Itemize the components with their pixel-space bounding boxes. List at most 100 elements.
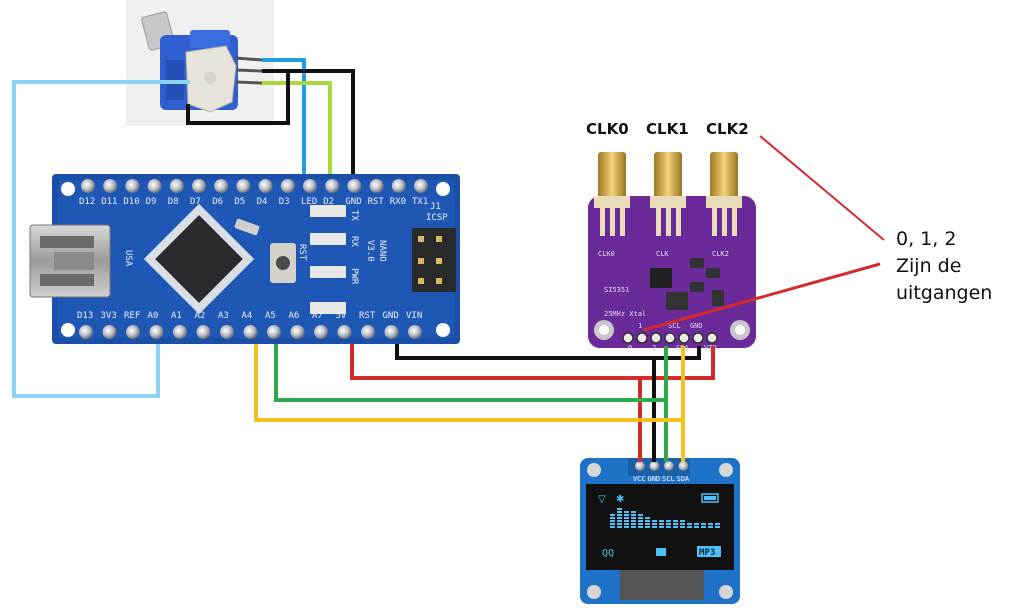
eq-bar-segment: [624, 511, 629, 513]
eq-bar-segment: [624, 517, 629, 519]
nano-pin-label: GND: [345, 197, 361, 207]
bus-wires: [256, 344, 713, 462]
nano-pin-label: RST: [359, 311, 376, 321]
nano-pin-label: A0: [148, 311, 159, 321]
eq-bar-segment: [631, 526, 636, 528]
silk-version: V3.0: [365, 240, 375, 262]
eq-bar-segment: [610, 520, 615, 522]
nano-pin-label: A1: [171, 311, 182, 321]
eq-bar-segment: [652, 523, 657, 525]
eq-bar-segment: [659, 526, 664, 528]
eq-bar-segment: [680, 520, 685, 522]
eq-bar-segment: [610, 526, 615, 528]
eq-bar-segment: [645, 520, 650, 522]
nano-pin-label: A5: [265, 311, 276, 321]
nano-pin-label: A4: [242, 311, 253, 321]
nano-pin-a6: [291, 325, 305, 339]
silk-j1: J1: [430, 202, 441, 212]
eq-bar-segment: [652, 526, 657, 528]
eq-bar-segment: [666, 526, 671, 528]
si-xtal-label: 25MHz Xtal: [604, 310, 646, 318]
nano-pin-label: TX1: [412, 197, 428, 207]
wire-scl: [276, 344, 666, 400]
eq-bar-segment: [687, 526, 692, 528]
nano-pin-d7: [192, 179, 206, 193]
nano-pin-vin: [408, 325, 422, 339]
oled-pin-sda: [679, 461, 689, 471]
eq-bar-segment: [624, 520, 629, 522]
eq-bar-segment: [617, 526, 622, 528]
nano-pin-a7: [314, 325, 328, 339]
nano-pin-a1: [173, 325, 187, 339]
nano-pin-d2: [325, 179, 339, 193]
wire-encoder-gnd: [262, 71, 353, 182]
eq-bar-segment: [659, 520, 664, 522]
si-board-clk2: CLK2: [712, 250, 729, 258]
eq-bar-segment: [666, 520, 671, 522]
nano-pin-label: D10: [123, 197, 139, 207]
eq-bar-segment: [624, 526, 629, 528]
si-header-pin: [665, 333, 675, 343]
nano-pin-rst: [361, 325, 375, 339]
nano-pin-a3: [220, 325, 234, 339]
eq-bar-segment: [680, 526, 685, 528]
eq-bar-segment: [645, 517, 650, 519]
annotation-line1: 0, 1, 2: [896, 226, 992, 253]
eq-bar-segment: [631, 517, 636, 519]
eq-bar-segment: [631, 514, 636, 516]
si-pin-label-1: 1: [638, 322, 642, 330]
clk1-label: CLK1: [646, 120, 689, 138]
eq-bar-segment: [708, 523, 713, 525]
nano-pin-label: 5V: [336, 311, 347, 321]
signal-icon: ▽: [598, 494, 606, 505]
nano-pin-d9: [148, 179, 162, 193]
eq-bar-segment: [638, 517, 643, 519]
oled-pin-scl: [664, 461, 674, 471]
eq-bar-segment: [624, 523, 629, 525]
eq-bar-segment: [617, 514, 622, 516]
nano-pin-tx1: [414, 179, 428, 193]
eq-bar-segment: [638, 523, 643, 525]
si-chip-label: SI5351: [604, 286, 629, 294]
eq-bar-segment: [610, 514, 615, 516]
eq-bar-segment: [680, 523, 685, 525]
clk2-label: CLK2: [706, 120, 749, 138]
nano-pin-label: LED: [301, 197, 317, 207]
nano-pin-label: D12: [79, 197, 95, 207]
si-board-clk1: CLK: [656, 250, 669, 258]
clk0-label: CLK0: [586, 120, 629, 138]
wire-5v: [352, 344, 713, 378]
nano-pin-label: A3: [218, 311, 229, 321]
nano-pin-led: [303, 179, 317, 193]
oled-left-text: QQ: [602, 548, 614, 559]
nano-pin-a5: [267, 325, 281, 339]
nano-pin-rst: [370, 179, 384, 193]
si-header-pin: [707, 333, 717, 343]
annotation-line-clk2: [760, 136, 884, 240]
eq-bar-segment: [617, 517, 622, 519]
oled-pin-vcc: [635, 461, 645, 471]
nano-pin-label: REF: [124, 311, 140, 321]
oled-pin-gnd: [650, 461, 660, 471]
eq-bar-segment: [638, 514, 643, 516]
eq-bar-segment: [610, 517, 615, 519]
eq-bar-segment: [659, 523, 664, 525]
oled-pin-label: VCC: [633, 475, 646, 483]
eq-bar-segment: [631, 511, 636, 513]
nano-pin-label: A7: [312, 311, 323, 321]
eq-bar-segment: [666, 523, 671, 525]
oled-pin-label: SCL: [662, 475, 675, 483]
arduino-nano: USA NANO V3.0 TX RX PWR RST ICSP J1 D12D…: [30, 174, 460, 344]
eq-bar-segment: [631, 523, 636, 525]
nano-pin-d12: [81, 179, 95, 193]
bluetooth-icon: ✱: [616, 494, 624, 505]
oled-pin-label: SDA: [677, 475, 690, 483]
silk-usa: USA: [123, 250, 133, 267]
silk-icsp: ICSP: [426, 213, 448, 223]
icsp-header: [412, 228, 456, 292]
silk-rst: RST: [297, 244, 307, 261]
eq-bar-segment: [617, 520, 622, 522]
eq-bar-segment: [617, 511, 622, 513]
annotation-note: 0, 1, 2 Zijn de uitgangen: [896, 226, 992, 307]
